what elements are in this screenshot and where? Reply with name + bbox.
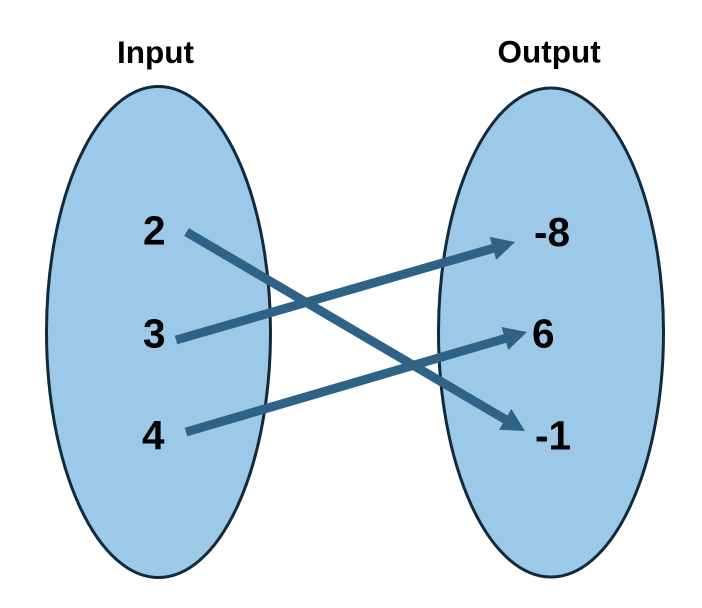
svg-text:3: 3 (143, 311, 166, 357)
svg-text:Input: Input (117, 34, 194, 70)
svg-text:Output: Output (498, 34, 602, 70)
svg-text:-1: -1 (535, 413, 571, 459)
svg-text:-8: -8 (534, 209, 570, 255)
svg-text:2: 2 (143, 208, 166, 254)
svg-text:6: 6 (532, 311, 555, 357)
svg-text:4: 4 (142, 412, 165, 458)
